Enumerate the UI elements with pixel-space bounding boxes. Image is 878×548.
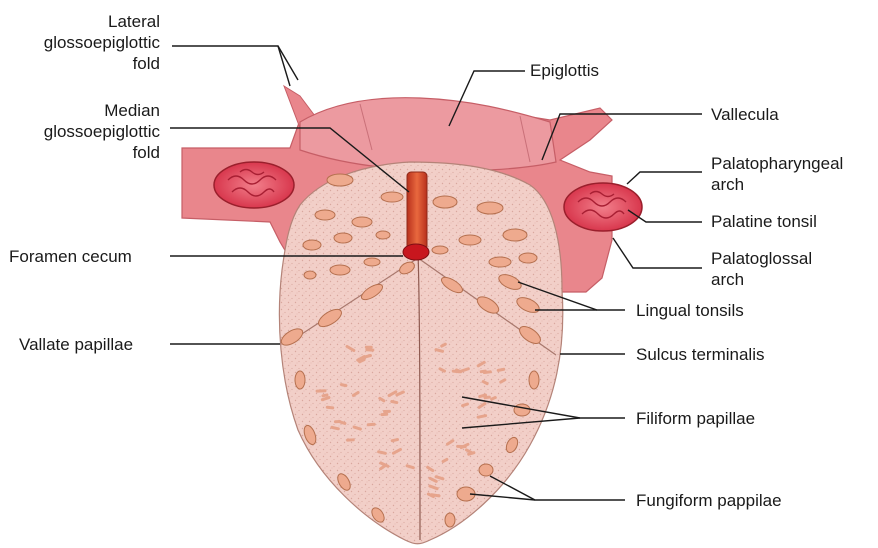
filiform-papilla — [483, 382, 487, 384]
filiform-papilla — [323, 395, 327, 396]
filiform-papilla — [442, 344, 446, 346]
leader-palatopharyngeal-arch — [627, 172, 702, 184]
filiform-papilla — [354, 427, 360, 429]
filiform-papilla — [364, 356, 371, 358]
filiform-papilla — [443, 459, 447, 461]
filiform-papilla — [456, 370, 460, 372]
label-vallate-papillae: Vallate papillae — [19, 334, 133, 355]
label-palatoglossal-arch: Palatoglossal arch — [711, 248, 812, 290]
label-foramen-cecum: Foramen cecum — [9, 246, 132, 267]
filiform-papilla — [481, 371, 485, 372]
filiform-papilla — [380, 398, 384, 400]
filiform-papilla — [478, 416, 486, 417]
filiform-papilla — [432, 495, 439, 496]
filiform-papilla — [379, 452, 386, 454]
filiform-papilla — [327, 407, 333, 408]
filiform-papilla — [440, 369, 444, 371]
right-palatine-tonsil — [564, 183, 642, 231]
filiform-papilla — [392, 402, 397, 403]
label-median-glossoepiglottic-fold: Median glossoepiglottic fold — [44, 100, 160, 163]
label-filiform-papillae: Filiform papillae — [636, 408, 755, 429]
filiform-papilla — [436, 350, 443, 352]
label-sulcus-terminalis: Sulcus terminalis — [636, 344, 765, 365]
label-fungiform-papillae: Fungiform pappilae — [636, 490, 782, 511]
label-palatine-tonsil: Palatine tonsil — [711, 211, 817, 232]
filiform-papilla — [501, 380, 505, 382]
filiform-papilla — [392, 440, 397, 441]
left-palatine-tonsil — [214, 162, 294, 208]
foramen-cecum — [403, 244, 429, 260]
label-vallecula: Vallecula — [711, 104, 779, 125]
filiform-papilla — [407, 466, 413, 468]
filiform-papilla — [332, 427, 338, 428]
filiform-papilla — [322, 398, 329, 400]
filiform-papilla — [436, 477, 443, 479]
median-glossoepiglottic-fold — [407, 172, 427, 250]
leader-palatoglossal-arch — [613, 238, 702, 268]
filiform-papilla — [341, 385, 346, 386]
filiform-papilla — [492, 398, 496, 400]
label-palatopharyngeal-arch: Palatopharyngeal arch — [711, 153, 843, 195]
filiform-papilla — [341, 422, 345, 423]
label-epiglottis: Epiglottis — [530, 60, 599, 81]
label-lingual-tonsils: Lingual tonsils — [636, 300, 744, 321]
leader-fungiform-papillae — [490, 476, 625, 500]
filiform-papilla — [463, 404, 468, 406]
filiform-papilla — [485, 397, 489, 398]
label-lateral-glossoepiglottic-fold: Lateral glossoepiglottic fold — [44, 11, 160, 74]
filiform-papilla — [498, 369, 504, 370]
